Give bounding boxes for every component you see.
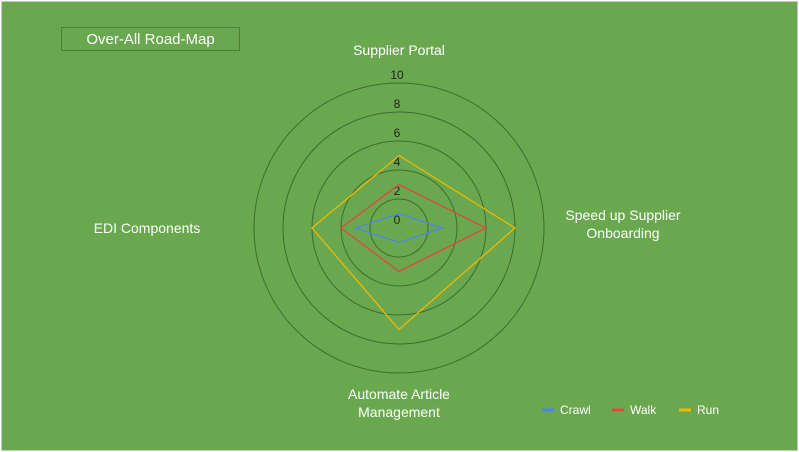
category-label: Onboarding	[586, 225, 659, 241]
tick-label: 4	[394, 155, 401, 169]
grid-ring	[282, 111, 516, 345]
legend-label-walk: Walk	[630, 403, 657, 417]
series-run-line	[311, 154, 517, 331]
series-crawl-line	[353, 212, 445, 244]
category-label: EDI Components	[94, 220, 201, 236]
tick-label: 6	[394, 126, 401, 140]
tick-label: 0	[394, 213, 401, 227]
category-label: Automate Article	[348, 386, 450, 402]
tick-label: 8	[394, 97, 401, 111]
category-label: Supplier Portal	[353, 42, 445, 58]
grid-ring	[253, 82, 545, 374]
legend-label-run: Run	[697, 403, 719, 417]
tick-label: 2	[394, 184, 401, 198]
grid-ring	[369, 198, 429, 258]
tick-label: 10	[390, 68, 404, 82]
chart-title: Over-All Road-Map	[61, 27, 240, 51]
category-label: Speed up Supplier	[565, 207, 681, 223]
category-label: Management	[358, 404, 440, 420]
series-walk-line	[339, 183, 488, 273]
legend-label-crawl: Crawl	[560, 403, 591, 417]
